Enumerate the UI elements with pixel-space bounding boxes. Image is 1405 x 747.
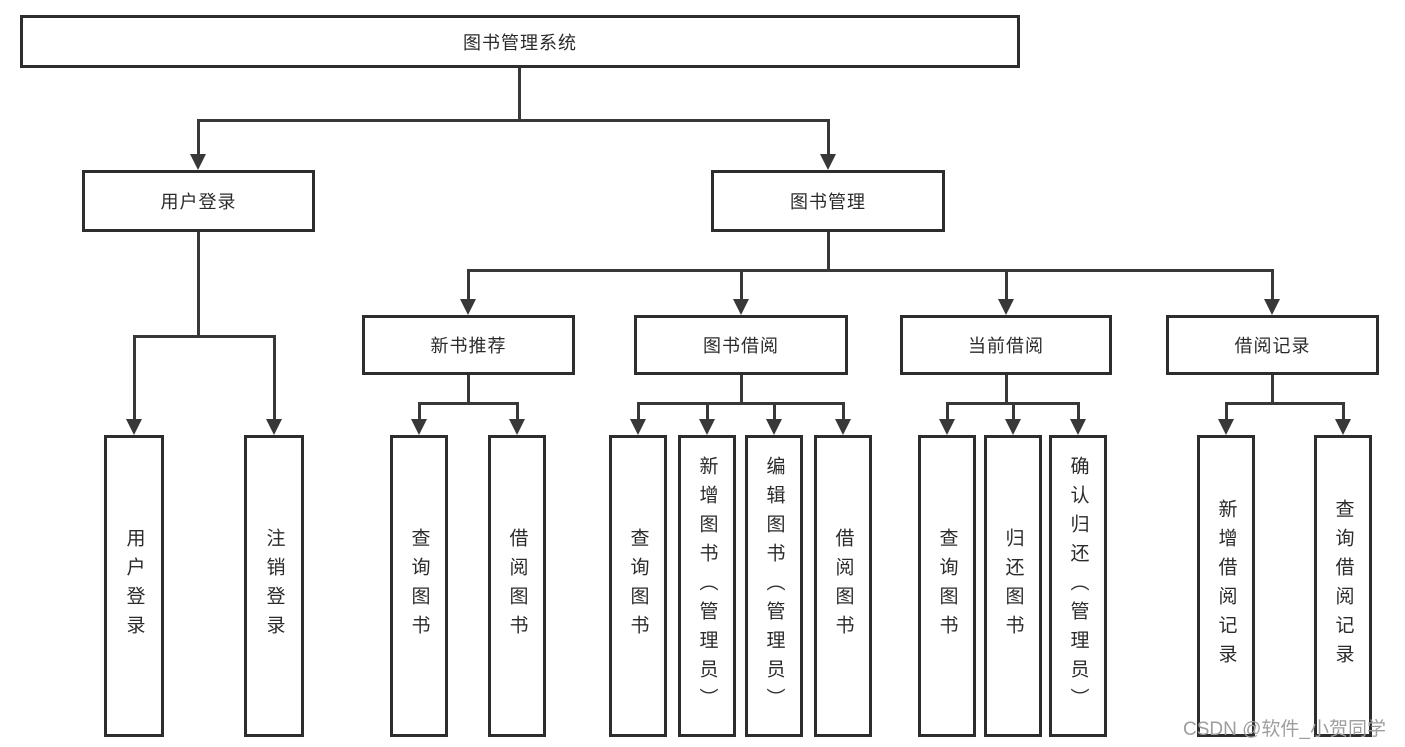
leaf-return-books: 归还图书 (984, 435, 1042, 737)
connector-line (1012, 402, 1015, 419)
arrowhead-down-icon (820, 154, 836, 170)
arrowhead-down-icon (1005, 419, 1021, 435)
node-label: 注销登录 (263, 528, 285, 644)
leaf-edit-books-admin: 编辑图书（管理员） (745, 435, 803, 737)
node-label: 查询借阅记录 (1332, 499, 1354, 673)
leaf-query-borrow-record: 查询借阅记录 (1314, 435, 1372, 737)
arrowhead-down-icon (1070, 419, 1086, 435)
connector-line (740, 269, 743, 299)
connector-line (740, 375, 743, 403)
connector-line (842, 402, 845, 419)
node-label: 新增借阅记录 (1215, 499, 1237, 673)
leaf-user-login: 用户登录 (104, 435, 164, 737)
connector-line (133, 335, 136, 419)
connector-line (827, 119, 830, 155)
connector-line (1005, 269, 1008, 299)
arrowhead-down-icon (266, 419, 282, 435)
node-library-system: 图书管理系统 (20, 15, 1020, 68)
connector-line (1225, 402, 1228, 419)
node-label: 查询图书 (627, 528, 649, 644)
node-label: 归还图书 (1002, 528, 1024, 644)
leaf-query-books-1: 查询图书 (390, 435, 448, 737)
node-borrow-records: 借阅记录 (1166, 315, 1379, 375)
node-label: 确认归还（管理员） (1067, 455, 1089, 717)
node-current-borrowing: 当前借阅 (900, 315, 1112, 375)
arrowhead-down-icon (509, 419, 525, 435)
node-label: 新增图书（管理员） (696, 455, 718, 717)
connector-line (418, 402, 519, 405)
leaf-query-books-3: 查询图书 (918, 435, 976, 737)
connector-line (637, 402, 640, 419)
arrowhead-down-icon (630, 419, 646, 435)
connector-line (418, 402, 421, 419)
arrowhead-down-icon (126, 419, 142, 435)
arrowhead-down-icon (835, 419, 851, 435)
leaf-confirm-return-admin: 确认归还（管理员） (1049, 435, 1107, 737)
node-user-login: 用户登录 (82, 170, 315, 232)
connector-line (273, 335, 276, 419)
arrowhead-down-icon (733, 299, 749, 315)
leaf-borrow-books-2: 借阅图书 (814, 435, 872, 737)
leaf-borrow-books-1: 借阅图书 (488, 435, 546, 737)
leaf-add-books-admin: 新增图书（管理员） (678, 435, 736, 737)
arrowhead-down-icon (1264, 299, 1280, 315)
connector-line (133, 335, 276, 338)
node-label: 用户登录 (123, 528, 145, 644)
arrowhead-down-icon (939, 419, 955, 435)
connector-line (1077, 402, 1080, 419)
node-label: 图书借阅 (703, 336, 779, 356)
node-label: 图书管理 (790, 192, 866, 212)
node-label: 查询图书 (936, 528, 958, 644)
node-label: 图书管理系统 (463, 32, 577, 53)
arrowhead-down-icon (190, 154, 206, 170)
arrowhead-down-icon (699, 419, 715, 435)
connector-line (197, 232, 200, 336)
connector-line (467, 269, 470, 299)
leaf-add-borrow-record: 新增借阅记录 (1197, 435, 1255, 737)
leaf-query-books-2: 查询图书 (609, 435, 667, 737)
arrowhead-down-icon (998, 299, 1014, 315)
node-label: 借阅图书 (832, 528, 854, 644)
node-book-borrowing: 图书借阅 (634, 315, 848, 375)
connector-line (773, 402, 776, 419)
node-label: 借阅图书 (506, 528, 528, 644)
connector-line (1342, 402, 1345, 419)
node-label: 查询图书 (408, 528, 430, 644)
watermark: CSDN @软件_小贺同学 (1183, 719, 1386, 740)
connector-line (1225, 402, 1345, 405)
arrowhead-down-icon (1218, 419, 1234, 435)
node-label: 当前借阅 (968, 336, 1044, 356)
arrowhead-down-icon (411, 419, 427, 435)
arrowhead-down-icon (1335, 419, 1351, 435)
arrowhead-down-icon (766, 419, 782, 435)
connector-line (1005, 375, 1008, 403)
connector-line (197, 119, 830, 122)
connector-line (467, 375, 470, 403)
connector-line (637, 402, 845, 405)
arrowhead-down-icon (460, 299, 476, 315)
connector-line (946, 402, 949, 419)
node-label: 借阅记录 (1234, 336, 1311, 356)
connector-line (518, 68, 521, 120)
connector-line (706, 402, 709, 419)
node-book-management: 图书管理 (711, 170, 945, 232)
node-new-book-recommend: 新书推荐 (362, 315, 575, 375)
connector-line (467, 269, 1274, 272)
node-label: 新书推荐 (430, 336, 507, 356)
node-label: 用户登录 (160, 192, 237, 212)
connector-line (197, 119, 200, 155)
connector-line (827, 232, 830, 270)
node-label: 编辑图书（管理员） (763, 455, 785, 717)
connector-line (1271, 269, 1274, 299)
connector-line (1271, 375, 1274, 403)
connector-line (516, 402, 519, 419)
leaf-logout: 注销登录 (244, 435, 304, 737)
